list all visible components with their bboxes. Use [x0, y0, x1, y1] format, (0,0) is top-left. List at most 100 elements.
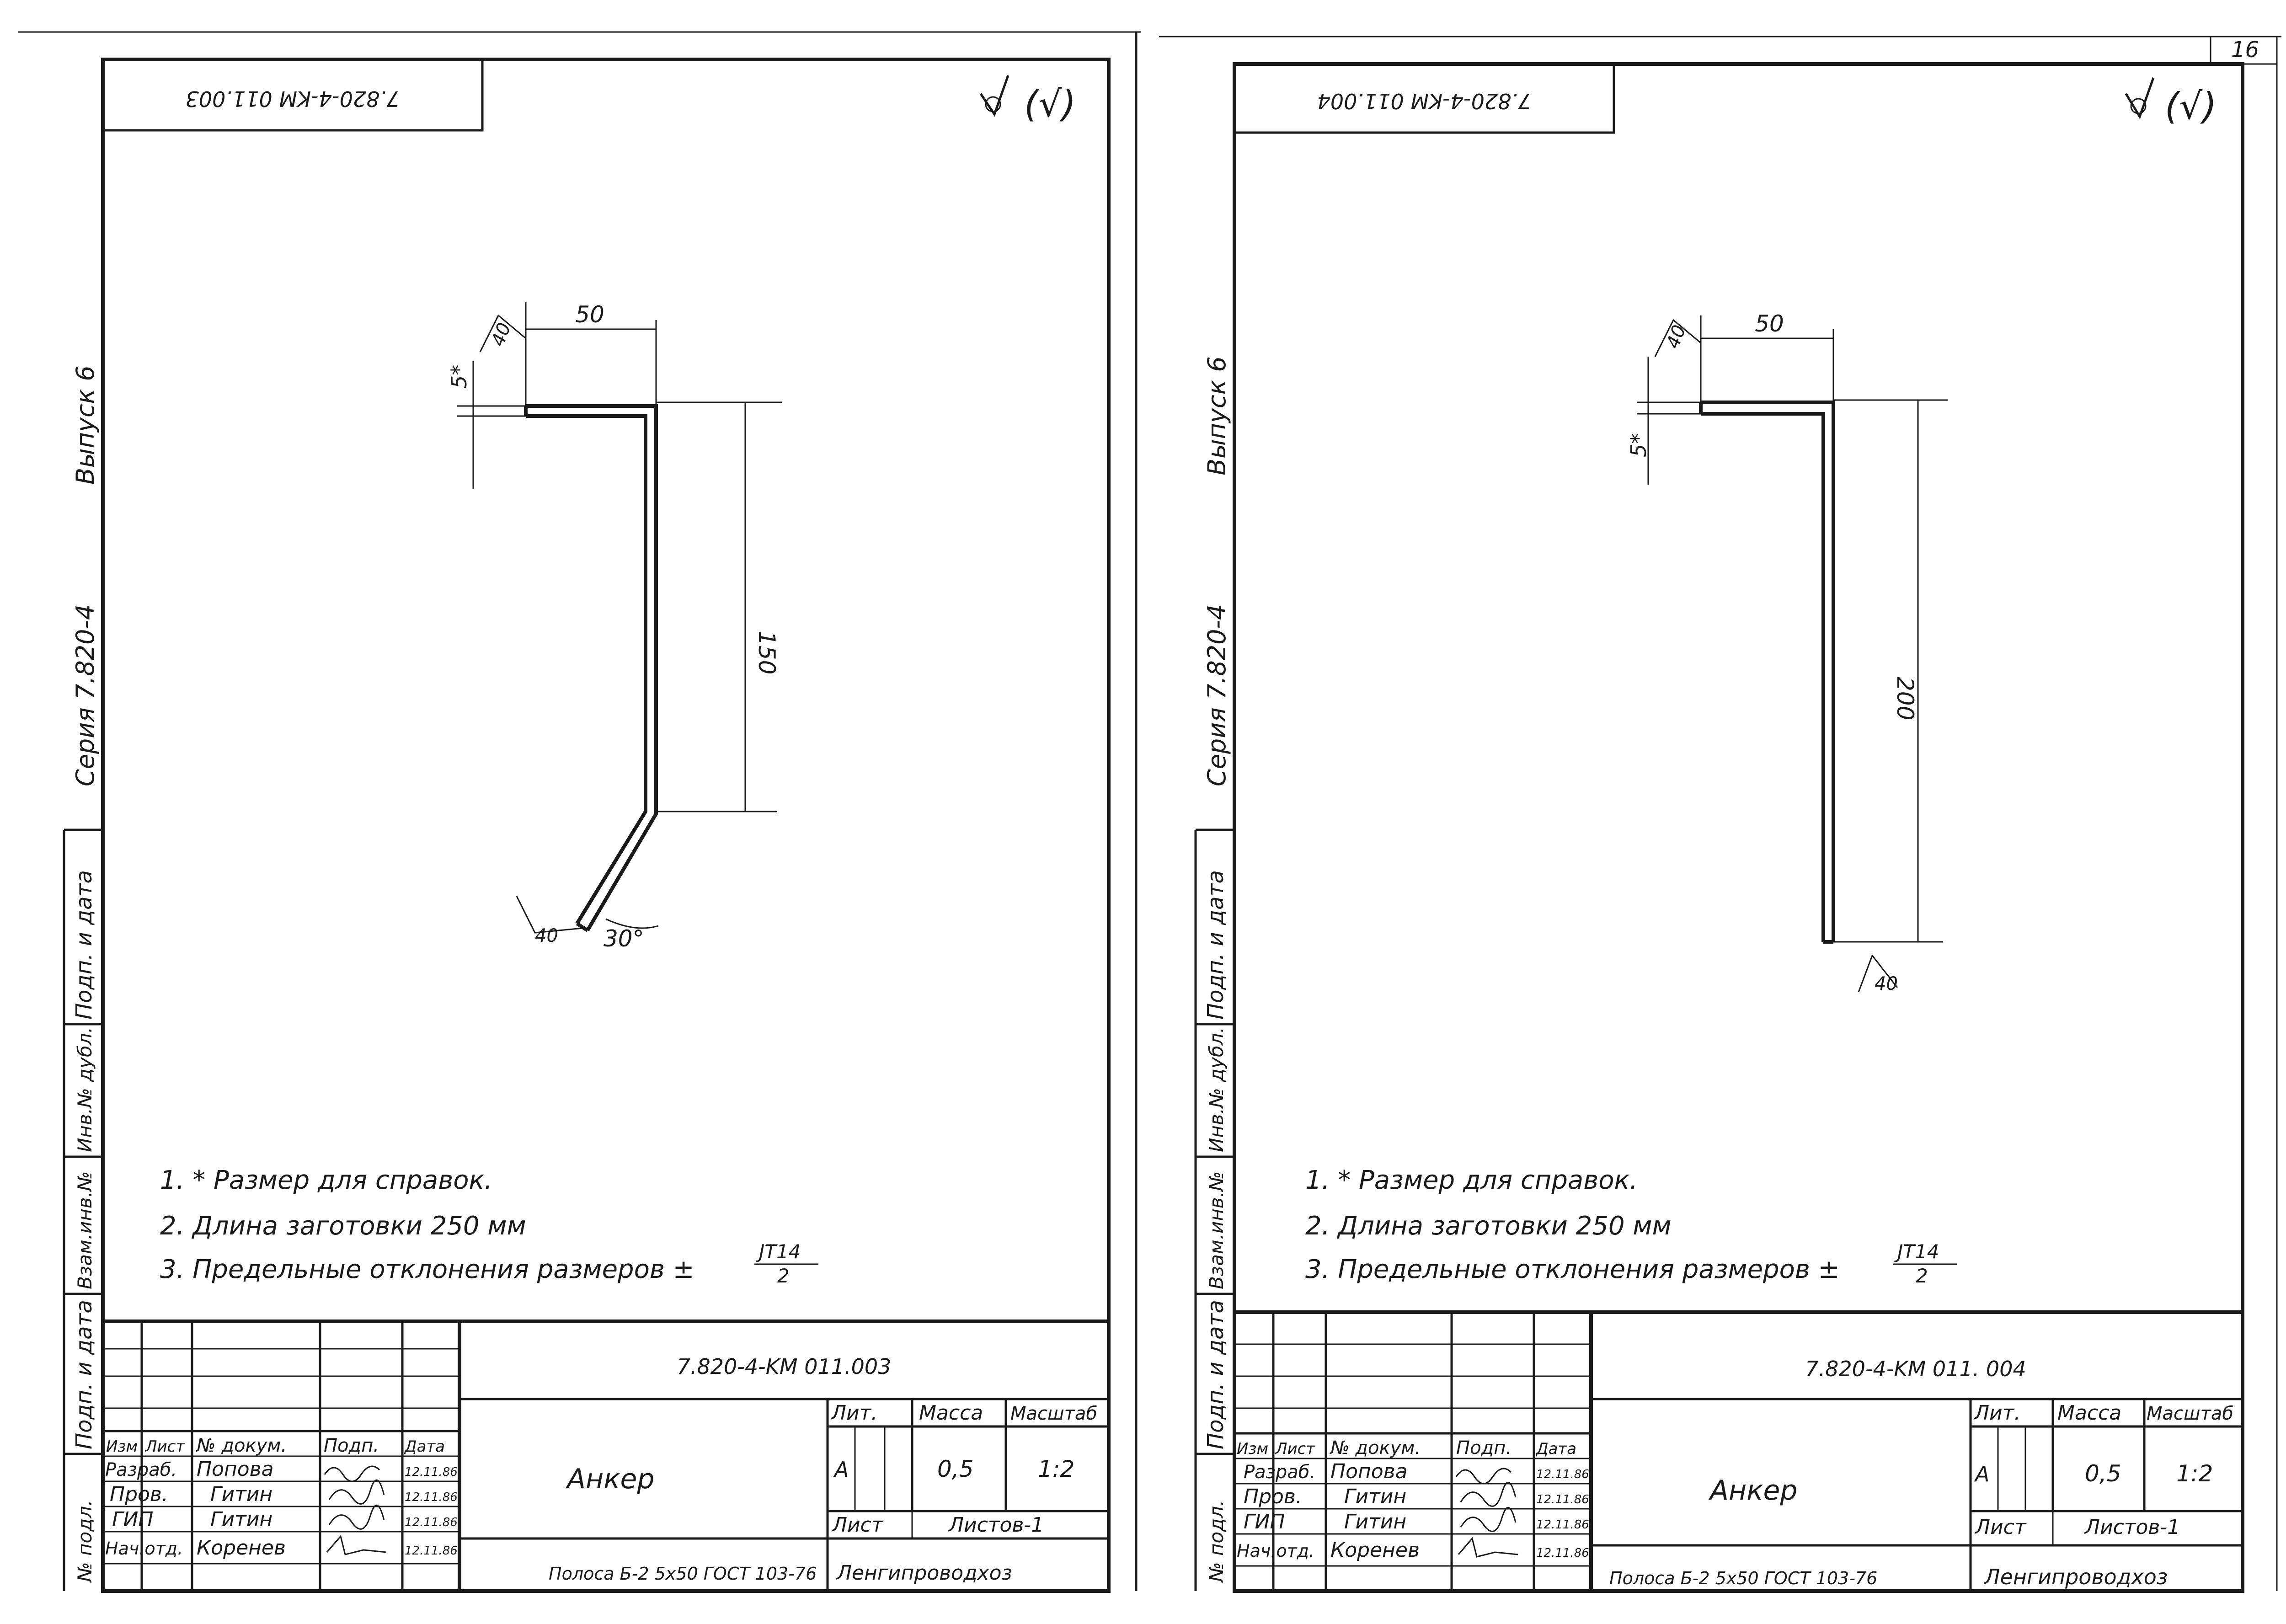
margin-sign-date: Подп. и дата [1203, 870, 1228, 1020]
svg-text:Попова: Попова [197, 1458, 274, 1481]
tolerance-denominator: 2 [777, 1265, 790, 1287]
material: Полоса Б-2 5х50 ГОСТ 103-76 [549, 1564, 817, 1584]
dim-flange: 50 [1755, 310, 1784, 337]
block-code: 7.820-4-KM 011.003 [677, 1354, 892, 1379]
margin-inv-dubl: Инв.№ дубл. [1205, 1027, 1228, 1152]
sheet-left: 7.820-4-KM 011.003 (√) Подп. и дата Инв.… [63, 58, 1111, 1593]
svg-text:Пров.: Пров. [1244, 1485, 1302, 1508]
dim-weld-bottom: 40 [535, 925, 558, 946]
signature-scribbles [1455, 1468, 1518, 1558]
anchor-drawing: 50 40 5* 200 40 [1626, 310, 1948, 994]
svg-text:Дата: Дата [1535, 1440, 1576, 1458]
svg-text:12.11.86: 12.11.86 [1536, 1468, 1589, 1481]
roughness-icon: (√) [979, 75, 1076, 125]
note-1: 1. * Размер для справок. [1305, 1165, 1638, 1195]
margin-vzam-inv: Взам.инв.№ [74, 1171, 96, 1289]
margin-podl: № подл. [74, 1500, 96, 1583]
note-3: 3. Предельные отклонения размеров ± [160, 1255, 694, 1284]
svg-text:Гитин: Гитин [210, 1508, 272, 1531]
title-block [103, 1320, 1109, 1591]
organization: Ленгипроводхоз [1983, 1565, 2168, 1589]
mass-value: 0,5 [2085, 1460, 2121, 1487]
note-3: 3. Предельные отклонения размеров ± [1305, 1255, 1840, 1284]
svg-text:Пров.: Пров. [110, 1483, 168, 1506]
svg-text:12.11.86: 12.11.86 [1536, 1518, 1589, 1532]
top-code-box [101, 58, 484, 132]
note-2: 2. Длина заготовки 250 мм [160, 1211, 526, 1241]
svg-text:Масштаб: Масштаб [1010, 1403, 1097, 1424]
svg-text:Нач.отд.: Нач.отд. [105, 1539, 183, 1559]
sheet-frame [101, 58, 1111, 1593]
svg-text:(√): (√) [1024, 83, 1076, 125]
svg-text:ГИП: ГИП [112, 1508, 154, 1531]
svg-text:Лист: Лист [831, 1513, 884, 1537]
svg-text:Разраб.: Разраб. [1244, 1462, 1315, 1483]
svg-text:Коренев: Коренев [197, 1536, 286, 1560]
svg-text:Гитин: Гитин [210, 1483, 272, 1506]
roughness-icon: (√) [2125, 77, 2217, 128]
organization: Ленгипроводхоз [836, 1561, 1012, 1585]
lit-value: А [1974, 1462, 1989, 1486]
svg-text:Коренев: Коренев [1330, 1539, 1420, 1562]
svg-text:Нач.отд.: Нач.отд. [1237, 1541, 1314, 1561]
margin-inv-dubl: Инв.№ дубл. [74, 1027, 96, 1152]
top-code-box [1233, 63, 1615, 134]
svg-text:ГИП: ГИП [1244, 1510, 1285, 1533]
svg-text:Лит.: Лит. [1973, 1401, 2020, 1425]
part-title: Анкер [1708, 1474, 1798, 1506]
note-2: 2. Длина заготовки 250 мм [1305, 1211, 1672, 1241]
svg-text:Масса: Масса [919, 1401, 983, 1425]
scale-value: 1:2 [1038, 1456, 1074, 1482]
svg-text:Дата: Дата [404, 1437, 445, 1456]
svg-text:Гитин: Гитин [1344, 1485, 1406, 1508]
note-1: 1. * Размер для справок. [160, 1165, 492, 1195]
svg-text:Лист: Лист [1275, 1440, 1315, 1458]
svg-text:12.11.86: 12.11.86 [1536, 1546, 1589, 1560]
page-number: 16 [2231, 37, 2259, 63]
margin-sign-date: Подп. и дата [71, 870, 97, 1020]
dim-flange: 50 [575, 301, 604, 328]
svg-text:12.11.86: 12.11.86 [1536, 1493, 1589, 1506]
dim-weld-bottom: 40 [1875, 973, 1898, 994]
svg-text:Масштаб: Масштаб [2147, 1403, 2233, 1424]
top-code: 7.820-4-KM 011.004 [1317, 89, 1532, 113]
mass-value: 0,5 [937, 1456, 974, 1482]
tolerance-numerator: JT14 [1894, 1240, 1939, 1263]
svg-text:Масса: Масса [2057, 1401, 2121, 1425]
svg-text:№ докум.: № докум. [1330, 1437, 1421, 1458]
block-code: 7.820-4-KM 011. 004 [1805, 1357, 2026, 1381]
svg-text:Подп.: Подп. [1456, 1437, 1512, 1458]
tolerance-numerator: JT14 [756, 1240, 801, 1263]
issue-label: Выпуск 6 [1202, 356, 1231, 475]
top-code: 7.820-4-KM 011.003 [186, 86, 400, 111]
svg-text:Разраб.: Разраб. [105, 1459, 177, 1480]
series-label: Серия 7.820-4 [71, 604, 100, 786]
title-block [1234, 1310, 2243, 1591]
svg-text:Листов-1: Листов-1 [2084, 1516, 2180, 1539]
margin-sign-date-2: Подп. и дата [71, 1300, 97, 1449]
issue-label: Выпуск 6 [71, 365, 100, 485]
svg-text:Гитин: Гитин [1344, 1510, 1406, 1533]
anchor-drawing: 50 40 5* 150 40 30° [447, 301, 782, 952]
svg-text:12.11.86: 12.11.86 [405, 1465, 458, 1479]
sheet-right: 7.820-4-KM 011.004 (√) Подп. и дата Инв.… [1194, 62, 2244, 1593]
svg-text:12.11.86: 12.11.86 [405, 1544, 458, 1558]
dim-length: 200 [1892, 677, 1918, 720]
svg-text:Попова: Попова [1330, 1460, 1408, 1483]
margin-vzam-inv: Взам.инв.№ [1205, 1171, 1228, 1289]
svg-text:Изм: Изм [106, 1437, 138, 1456]
svg-text:(√): (√) [2165, 85, 2217, 128]
signature-scribbles [324, 1465, 387, 1555]
svg-text:№ докум.: № докум. [196, 1435, 287, 1456]
part-title: Анкер [565, 1463, 655, 1495]
scale-value: 1:2 [2176, 1460, 2213, 1487]
dim-length: 150 [753, 631, 780, 674]
svg-text:Лист: Лист [1974, 1516, 2027, 1539]
dim-weld-top: 40 [487, 320, 515, 349]
svg-text:Лит.: Лит. [830, 1401, 877, 1425]
svg-text:Подп.: Подп. [324, 1435, 379, 1456]
dim-angle: 30° [604, 925, 644, 952]
series-label: Серия 7.820-4 [1202, 604, 1231, 786]
svg-text:12.11.86: 12.11.86 [405, 1516, 458, 1529]
margin-sign-date-2: Подп. и дата [1203, 1300, 1228, 1449]
